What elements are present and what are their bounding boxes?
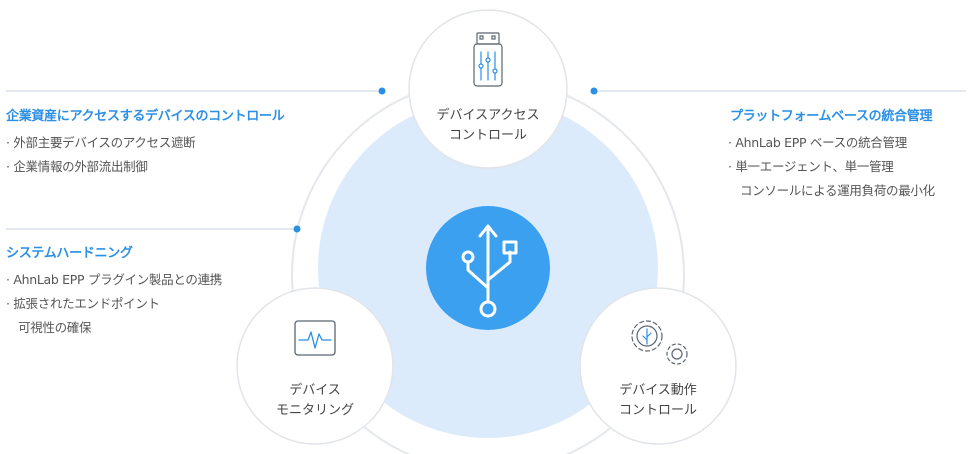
- left-top-item-1: · 外部主要デバイスのアクセス遮断: [6, 135, 196, 150]
- node-top-line1: デバイスアクセス: [436, 108, 540, 123]
- usb-symbol-icon: [461, 224, 518, 318]
- connector-dot-left-top: [378, 87, 386, 95]
- left-mid-heading: システムハードニング: [6, 246, 133, 261]
- monitor-pulse-icon: [294, 320, 336, 356]
- left-mid-item-1: · AhnLab EPP プラグイン製品との連携: [6, 272, 222, 287]
- connector-dot-left-mid: [293, 225, 301, 233]
- node-bottom-left-label: デバイス モニタリング: [245, 381, 385, 421]
- node-top-label: デバイスアクセス コントロール: [418, 106, 558, 146]
- node-top-line2: コントロール: [448, 128, 527, 143]
- node-top-circle: [408, 9, 568, 169]
- usb-gear-icon: [631, 320, 688, 365]
- left-top-item-2: · 企業情報の外部流出制御: [6, 159, 148, 174]
- node-bottom-right-circle: [579, 287, 737, 445]
- node-bottom-right-label: デバイス動作 コントロール: [588, 381, 728, 421]
- node-bottom-left-circle: [236, 287, 394, 445]
- usb-drive-icon: [473, 32, 503, 87]
- right-top-item-2: · 単一エージェント、単一管理: [728, 159, 894, 174]
- node-bottom-left-line2: モニタリング: [275, 403, 354, 418]
- left-top-heading: 企業資産にアクセスするデバイスのコントロール: [6, 109, 285, 124]
- node-bottom-left-line1: デバイス: [289, 383, 341, 398]
- left-mid-item-3: 可視性の確保: [18, 320, 92, 335]
- node-bottom-right-line1: デバイス動作: [619, 383, 697, 398]
- right-top-heading: プラットフォームベースの統合管理: [730, 109, 933, 124]
- left-mid-item-2: · 拡張されたエンドポイント: [6, 296, 160, 311]
- node-bottom-right-line2: コントロール: [618, 403, 697, 418]
- right-top-item-1: · AhnLab EPP ベースの統合管理: [728, 135, 907, 150]
- right-top-item-3: コンソールによる運用負荷の最小化: [740, 183, 935, 198]
- connector-dot-right-top: [590, 87, 598, 95]
